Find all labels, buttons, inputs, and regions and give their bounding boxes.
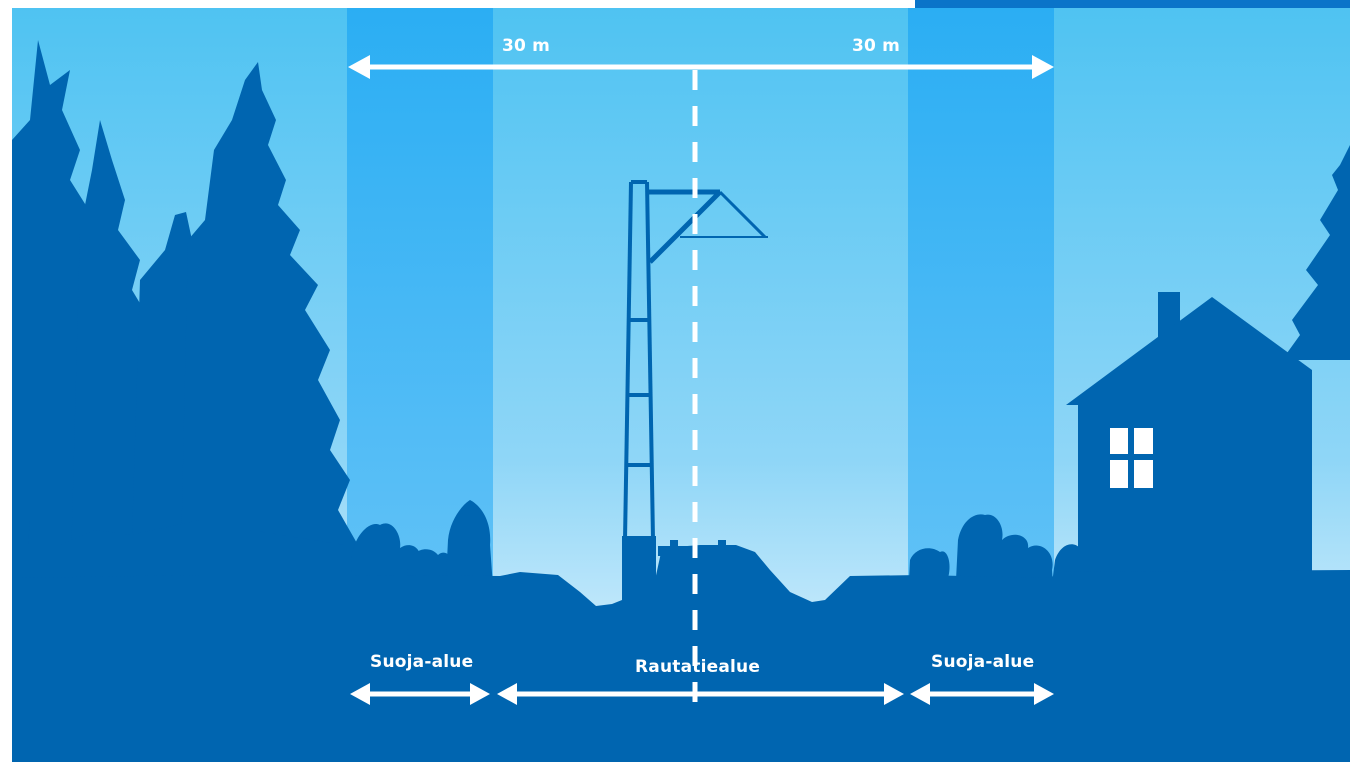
accent-bar [915,0,1350,8]
mast-base [622,536,656,606]
distance-label-right: 30 m [852,36,900,56]
right-protection-label: Suoja-alue [931,652,1034,672]
railway-label: Rautatiealue [635,657,760,677]
ground [12,545,1350,762]
distance-label-left: 30 m [502,36,550,56]
left-protection-label: Suoja-alue [370,652,473,672]
